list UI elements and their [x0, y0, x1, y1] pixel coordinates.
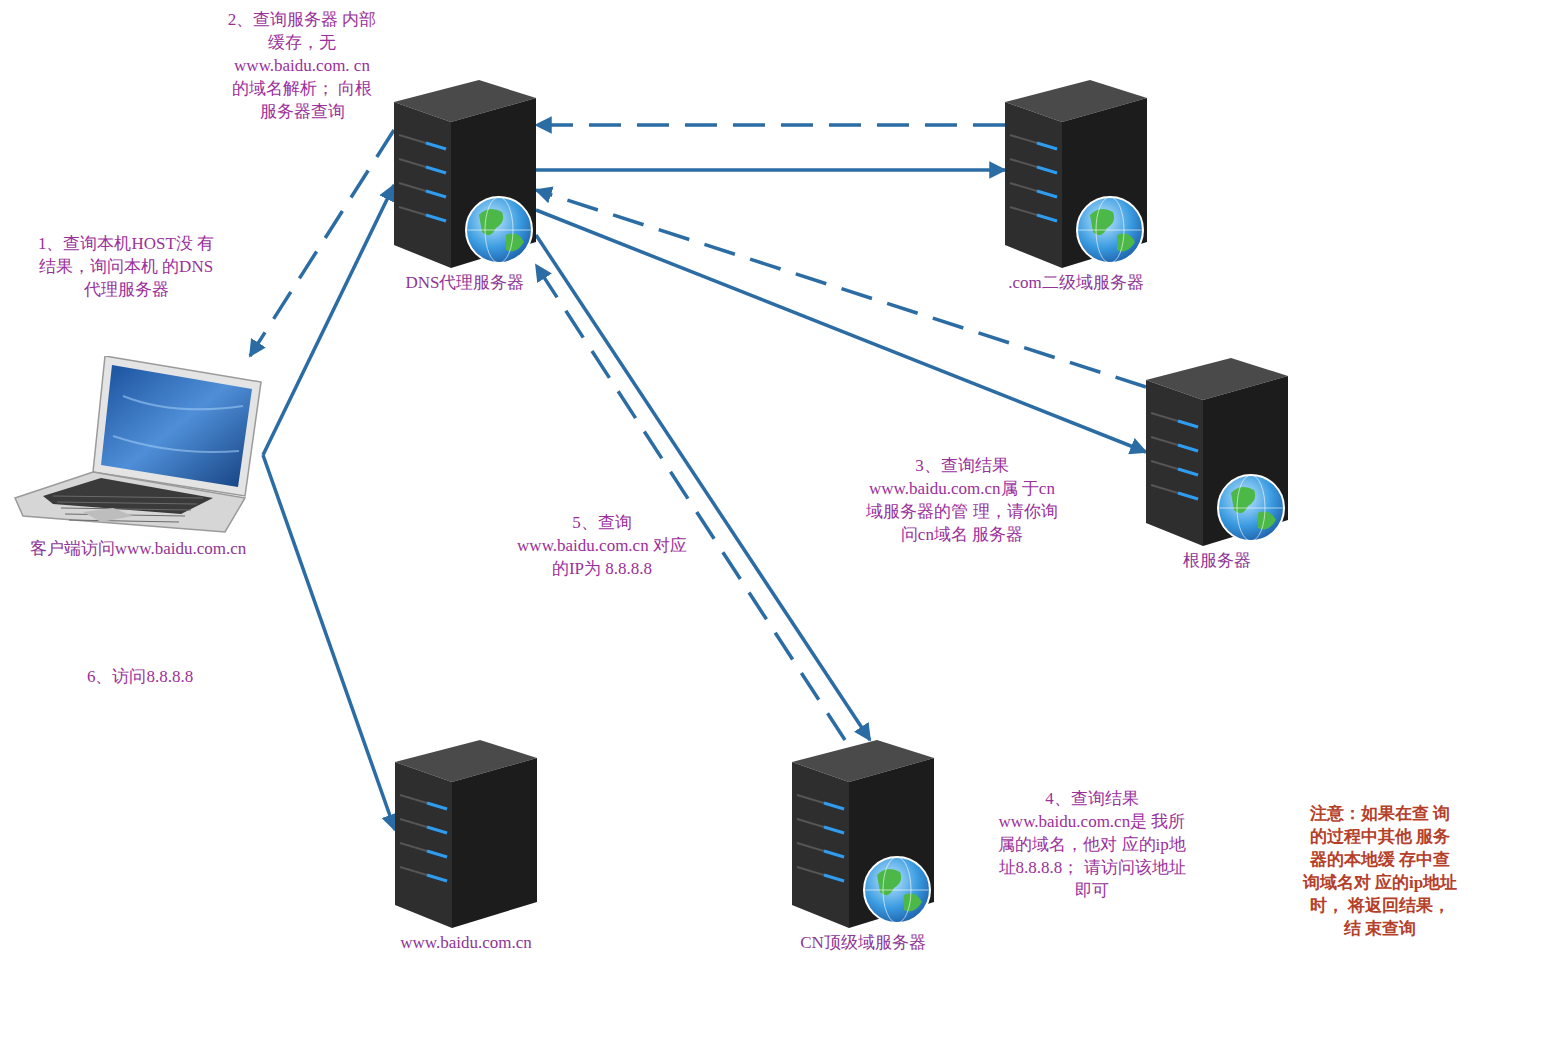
step-label: 6、访问8.8.8.8: [58, 665, 222, 688]
step-label: 3、查询结果 www.baidu.com.cn属 于cn域服务器的管 理，请你询…: [864, 454, 1060, 546]
server-node: DNS代理服务器: [394, 80, 536, 294]
server-caption: 客户端访问www.baidu.com.cn: [13, 538, 263, 560]
query-arrow: [536, 168, 1005, 172]
server-node: .com二级域服务器: [1005, 80, 1147, 294]
server-icon: [395, 740, 537, 928]
response-arrow: [250, 130, 394, 356]
note-text: 注意：如果在查 询的过程中其他 服务器的本地缓 存中查询域名对 应的ip地址时，…: [1300, 802, 1460, 940]
server-caption: www.baidu.com.cn: [395, 932, 537, 954]
server-node: 根服务器: [1146, 358, 1288, 572]
server-icon: [394, 80, 536, 268]
server-caption: CN顶级域服务器: [792, 932, 934, 954]
query-arrow: [263, 185, 394, 455]
query-arrow: [263, 455, 395, 830]
server-caption: 根服务器: [1146, 550, 1288, 572]
server-caption: .com二级域服务器: [1005, 272, 1147, 294]
response-arrow: [536, 123, 1005, 127]
response-arrow: [536, 190, 1146, 387]
step-label: 1、查询本机HOST没 有结果，询问本机 的DNS代理服务器: [31, 232, 221, 301]
response-arrow: [536, 265, 845, 740]
step-label: 2、查询服务器 内部缓存，无 www.baidu.com. cn的域名解析； 向…: [225, 8, 379, 123]
server-icon: [1005, 80, 1147, 268]
client-computer: 客户端访问www.baidu.com.cn: [13, 356, 263, 560]
step-label: 4、查询结果 www.baidu.com.cn是 我所属的域名，他对 应的ip地…: [992, 787, 1192, 902]
server-icon: [792, 740, 934, 928]
query-arrow: [536, 235, 870, 740]
step-label: 5、查询 www.baidu.com.cn 对应的IP为 8.8.8.8: [514, 511, 690, 580]
laptop-icon: [13, 356, 263, 534]
server-node: CN顶级域服务器: [792, 740, 934, 954]
server-caption: DNS代理服务器: [394, 272, 536, 294]
server-node: www.baidu.com.cn: [395, 740, 537, 954]
server-icon: [1146, 358, 1288, 546]
